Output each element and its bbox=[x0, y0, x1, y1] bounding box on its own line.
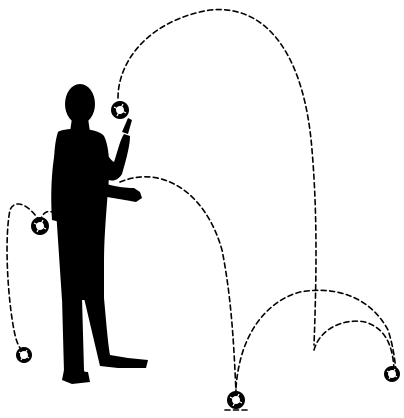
ball-upper bbox=[111, 101, 129, 119]
ball-right bbox=[384, 366, 400, 382]
ball-left-mid bbox=[31, 217, 49, 235]
ball-left-low bbox=[16, 347, 32, 363]
person-silhouette bbox=[51, 84, 148, 384]
trajectory-bounce-arc-2 bbox=[314, 321, 394, 370]
ball-bottom-center bbox=[227, 391, 245, 409]
